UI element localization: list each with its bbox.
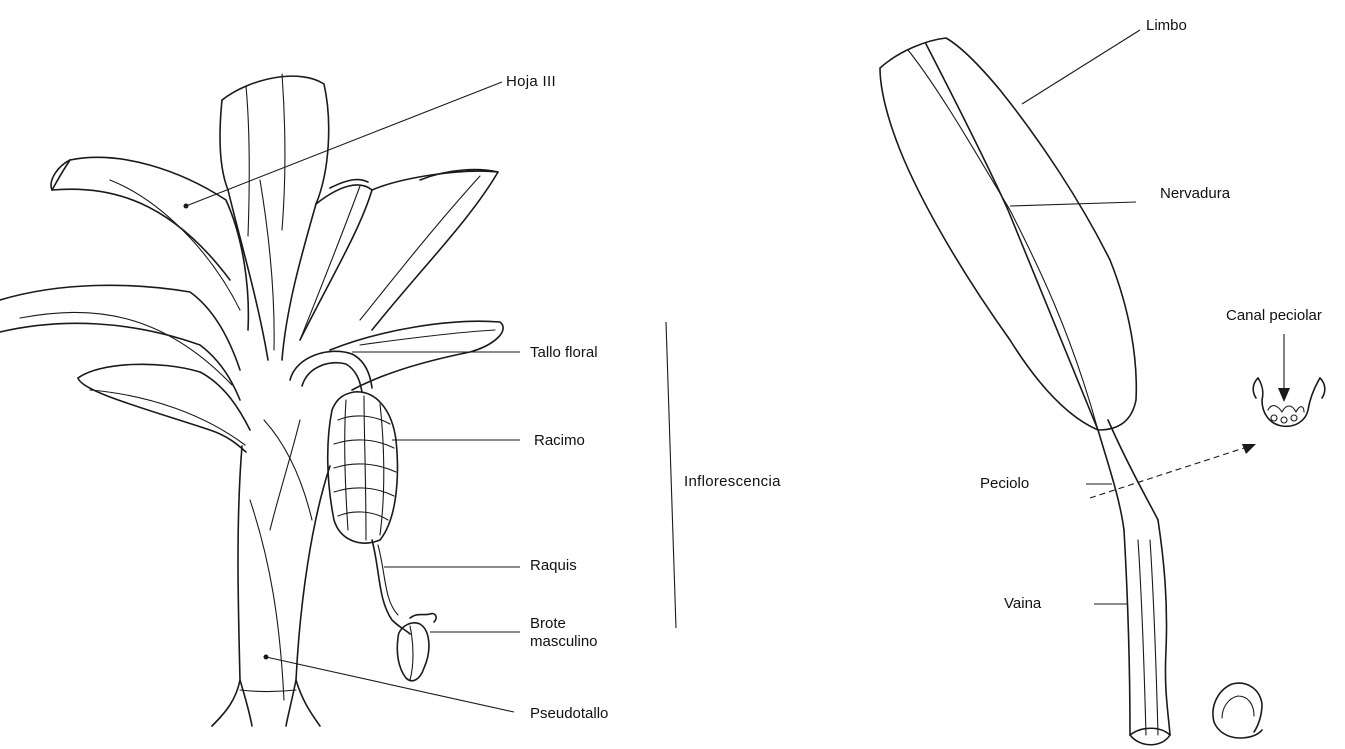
label-racimo: Racimo (534, 432, 585, 449)
label-peciolo: Peciolo (980, 475, 1029, 492)
label-raquis: Raquis (530, 557, 577, 574)
label-pseudotallo: Pseudotallo (530, 705, 608, 722)
label-limbo: Limbo (1146, 17, 1187, 34)
plant-labels: Hoja III Tallo floral Racimo Inflorescen… (506, 73, 781, 722)
label-canal-peciolar: Canal peciolar (1226, 307, 1322, 324)
leaf-drawing (880, 38, 1325, 745)
banana-plant-drawing (0, 74, 503, 726)
label-masculino: masculino (530, 633, 598, 650)
leaf-labels: Limbo Nervadura Canal peciolar Peciolo V… (980, 17, 1322, 612)
label-tallo-floral: Tallo floral (530, 344, 598, 361)
label-brote: Brote (530, 615, 566, 632)
label-vaina: Vaina (1004, 595, 1042, 612)
label-hoja-iii: Hoja III (506, 73, 556, 90)
label-inflorescencia: Inflorescencia (684, 473, 781, 490)
label-nervadura: Nervadura (1160, 185, 1231, 202)
